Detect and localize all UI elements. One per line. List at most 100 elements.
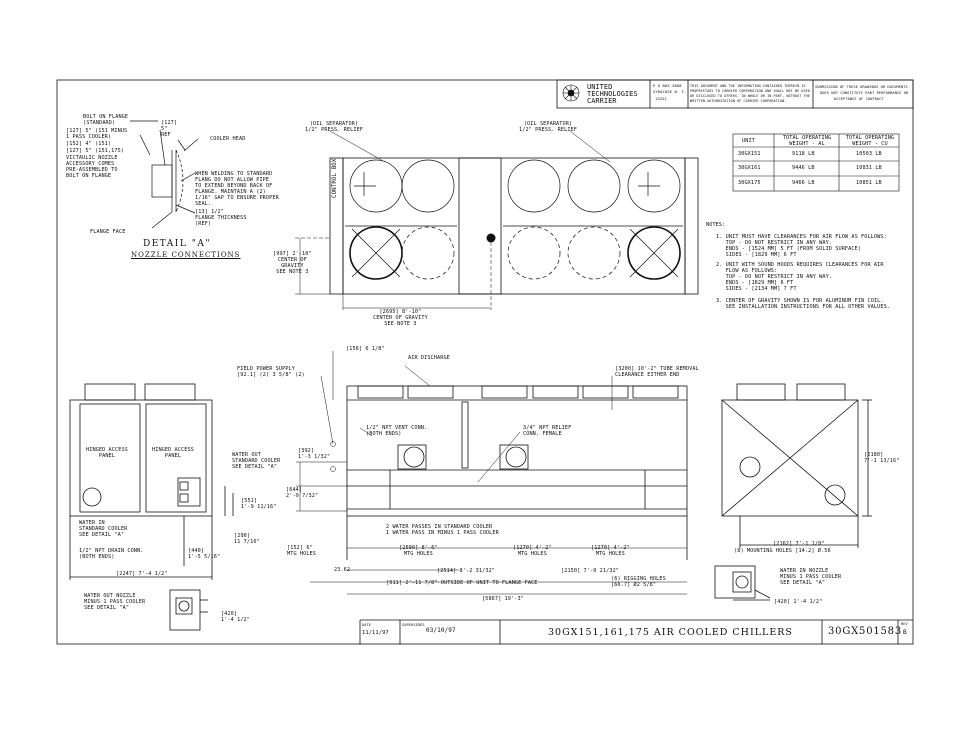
weight-table-cell: 10503 LB (856, 151, 882, 157)
detail-a-title: DETAIL "A" (143, 239, 211, 249)
top-view-fans (349, 159, 681, 280)
rev-label: REV (901, 622, 908, 626)
supersedes-label: SUPERSEDES (402, 623, 425, 627)
detail-a-flange-face: FLANGE FACE (90, 229, 126, 235)
field-power-supply-label: FIELD POWER SUPPLY [92.1] (2) 3 5/8" (2) (237, 366, 305, 378)
side-view-outline (346, 385, 688, 560)
dim-156: [156] 6 1/8" (346, 346, 385, 352)
dim-551: [551] 1'-9 11/16" (241, 498, 277, 510)
dim-2180: [2180] 7'-1 13/16" (864, 452, 900, 464)
dim-2247: [2247] 7'-4 1/2" (116, 571, 168, 577)
left-end-view (69, 383, 234, 580)
tube-removal-label: [3200] 10'-2" TUBE REMOVAL CLEARANCE EIT… (615, 366, 699, 378)
weight-table-cell: 10851 LB (856, 180, 882, 186)
weight-table-cell: 30GX175 (738, 180, 761, 186)
dim-644: [644] 2'-9 7/32" (286, 487, 319, 499)
relief-conn-label: 3/4" NPT RELIEF CONN. FEMALE (523, 425, 572, 437)
dim-1270a: [1270] 4'-2" MTG HOLES (513, 545, 552, 557)
weight-table-header-al: TOTAL OPERATING WEIGHT - AL (782, 135, 832, 147)
oil-separator-left-label: (OIL SEPARATOR) 1/2" PRESS. RELIEF (305, 121, 364, 133)
mounting-holes-label: (8) MOUNTING HOLES [14.2] Ø.56 (734, 548, 831, 554)
weight-table-cell: 10831 LB (856, 165, 882, 171)
drawing-title: 30GX151,161,175 AIR COOLED CHILLERS (548, 627, 793, 638)
submission-line2: DOES NOT CONSTITUTE PART PERFORMANCE OR (820, 91, 909, 95)
detail-a-welding-note: WHEN WELDING TO STANDARD FLANG DO NOT AL… (195, 171, 279, 207)
title-block-top (556, 79, 914, 109)
drain-conn-label: 1/2" NPT DRAIN CONN. (BOTH ENDS) (79, 548, 144, 560)
weight-table-cell: 30GX151 (738, 151, 761, 157)
weight-table-cell: 9446 LB (792, 165, 815, 171)
rev-value: B (903, 629, 907, 636)
dim-152-mtg: [152] 6" MTG HOLES (287, 545, 317, 557)
dim-1270b: [1270] 4'-2" MTG HOLES (591, 545, 630, 557)
weight-table-header-unit: UNIT (742, 138, 755, 144)
dim-420-right: [420] 1'-4 1/2" (774, 599, 823, 605)
dim-911: [911] 2'-11 7/8" OUTSIDE OF UNIT TO FLAN… (386, 580, 538, 586)
company-line3: CARRIER (587, 97, 617, 105)
water-out-nozzle-label: WATER OUT NOZZLE MINUS 1 PASS COOLER SEE… (84, 593, 146, 611)
detail-a-dim-127: [127] 5" REF (161, 120, 178, 138)
control-box-label: CONTROL BOX (332, 158, 338, 199)
address-line3: 13221 (655, 96, 667, 101)
submission-line3: ACCEPTANCE OF CONTRACT (834, 97, 884, 101)
notice-line2: PROPRIETARY TO CARRIER CORPORATION AND S… (690, 89, 810, 93)
right-end-view (721, 383, 872, 548)
detail-a-flange-thickness: [13] 1/2" FLANGE THICKNESS (REF) (195, 209, 247, 227)
address-line2: SYRACUSE N. Y. (653, 89, 687, 94)
note-1: 1. UNIT MUST HAVE CLEARANCES FOR AIR FLO… (716, 234, 887, 258)
rigging-holes-label: (6) RIGGING HOLES [66.7] Ø2 5/8" (611, 576, 666, 588)
submission-line1: SUBMISSION OF THESE DRAWINGS OR DOCUMENT… (815, 85, 908, 89)
water-in-label: WATER IN STANDARD COOLER SEE DETAIL "A" (79, 520, 128, 538)
notice-line4: WRITTEN AUTHORIZATION OF CARRIER CORPORA… (690, 99, 787, 103)
dim-5867: [5867] 19'-3" (482, 596, 524, 602)
sheet-border (56, 79, 914, 645)
address-line1: P O BOX 4808 (653, 83, 682, 88)
carrier-logo (562, 84, 580, 102)
detail-a-victaulic: VICTAULIC NOZZLE ACCESSORY COMES PRE-ASS… (66, 155, 118, 179)
notice-line1: THIS DOCUMENT AND THE INFORMATION CONTAI… (690, 84, 806, 88)
detail-a-dim-127b: [127] 5" (151,175) (66, 148, 125, 154)
oil-separator-right-label: (OIL SEPARATOR) 1/2" PRESS. RELIEF (519, 121, 578, 133)
detail-a-pass-minus: [127] 5" (151 MINUS 1 PASS COOLER) (66, 128, 128, 140)
supersedes-value: 03/10/97 (426, 627, 456, 634)
weight-table-cell: 9118 LB (792, 151, 815, 157)
detail-a-subtitle: NOZZLE CONNECTIONS (131, 251, 241, 259)
top-view-outline (329, 157, 699, 295)
weight-table-header-cu: TOTAL OPERATING WEIGHT - CU (845, 135, 895, 147)
air-discharge-label: AIR DISCHARGE (408, 355, 450, 361)
detail-a-cooler-head: COOLER HEAD (210, 136, 246, 142)
weight-table-grid (732, 133, 900, 192)
water-passes-label: 2 WATER PASSES IN STANDARD COOLER 1 WATE… (386, 524, 499, 536)
notice-line3: OR DISCLOSED TO OTHERS, IN WHOLE OR IN P… (690, 94, 810, 98)
detail-a-dim-152: [152] 4" (151) (66, 141, 112, 147)
weight-table-cell: 30GX161 (738, 165, 761, 171)
company-line2: TECHNOLOGIES (587, 90, 638, 98)
water-out-label: WATER OUT STANDARD COOLER SEE DETAIL "A" (232, 452, 281, 470)
note-2: 2. UNIT WITH SOUND HOODS REQUIRES CLEARA… (716, 262, 884, 292)
cog-x-dim: [2695] 8'-10" CENTER OF GRAVITY SEE NOTE… (373, 309, 428, 327)
dim-420: [420] 1'-4 1/2" (221, 611, 251, 623)
dim-2590: [2590] 8'-6" MTG HOLES (399, 545, 438, 557)
date-label: DATE (362, 623, 372, 627)
company-line1: UNITED (587, 83, 613, 91)
note-3: 3. CENTER OF GRAVITY SHOWN IS FOR ALUMIN… (716, 298, 891, 310)
notes-heading: NOTES: (706, 222, 726, 228)
vent-conn-label: 1/2" NPT VENT CONN. (BOTH ENDS) (366, 425, 428, 437)
dim-2162: [2162] 7'-1 1/8" (773, 541, 825, 547)
hinged-panel-right: HINGED ACCESS PANEL (152, 447, 194, 459)
date-value: 11/11/97 (362, 630, 389, 636)
side-view-dims (296, 351, 687, 595)
dim-23-62: 23.62 (334, 567, 351, 573)
drawing-number: 30GX501583 (828, 626, 903, 637)
detail-a-drawing (130, 120, 199, 229)
center-of-gravity-mark (486, 233, 496, 243)
water-in-nozzle-detail (714, 565, 771, 601)
water-in-nozzle-label: WATER IN NOZZLE MINUS 1 PASS COOLER SEE … (780, 568, 842, 586)
detail-a-bolt-flange: BOLT ON FLANGE (STANDARD) (83, 114, 129, 126)
weight-table-cell: 9466 LB (792, 180, 815, 186)
dim-2514: [2514] 8'-2 31/32" (437, 568, 496, 574)
dim-2150: [2150] 7'-0 21/32" (561, 568, 620, 574)
dim-392: [392] 1'-3 1/32" (298, 448, 331, 460)
